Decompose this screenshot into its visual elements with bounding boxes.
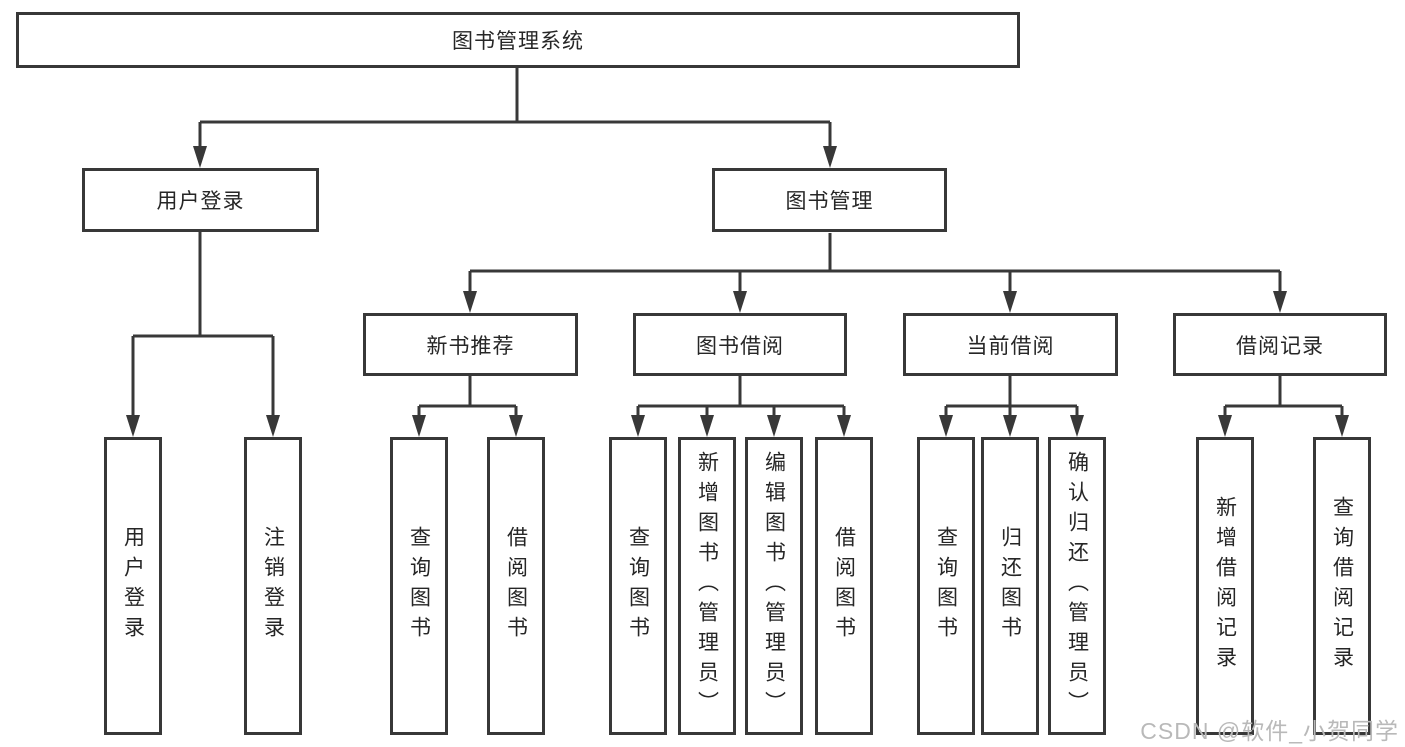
leaf-query-books-current: 查询图书 — [917, 437, 975, 735]
leaf-borrow-books: 借阅图书 — [815, 437, 873, 735]
csdn-watermark: CSDN @软件_小贺同学 — [1140, 718, 1399, 744]
leaf-add-borrow-record: 新增借阅记录 — [1196, 437, 1254, 735]
node-new-book-recommend: 新书推荐 — [363, 313, 578, 376]
node-book-borrow: 图书借阅 — [633, 313, 847, 376]
node-current-borrow: 当前借阅 — [903, 313, 1118, 376]
node-book-management: 图书管理 — [712, 168, 947, 232]
leaf-confirm-return-admin: 确认归还（管理员） — [1048, 437, 1106, 735]
leaf-return-books: 归还图书 — [981, 437, 1039, 735]
leaf-logout: 注销登录 — [244, 437, 302, 735]
leaf-edit-books-admin: 编辑图书（管理员） — [745, 437, 803, 735]
node-borrow-records: 借阅记录 — [1173, 313, 1387, 376]
node-library-management-system: 图书管理系统 — [16, 12, 1020, 68]
leaf-query-borrow-record: 查询借阅记录 — [1313, 437, 1371, 735]
node-user-login: 用户登录 — [82, 168, 319, 232]
leaf-query-books-recommend: 查询图书 — [390, 437, 448, 735]
leaf-borrow-books-recommend: 借阅图书 — [487, 437, 545, 735]
leaf-query-books-borrow: 查询图书 — [609, 437, 667, 735]
leaf-add-books-admin: 新增图书（管理员） — [678, 437, 736, 735]
leaf-user-login: 用户登录 — [104, 437, 162, 735]
